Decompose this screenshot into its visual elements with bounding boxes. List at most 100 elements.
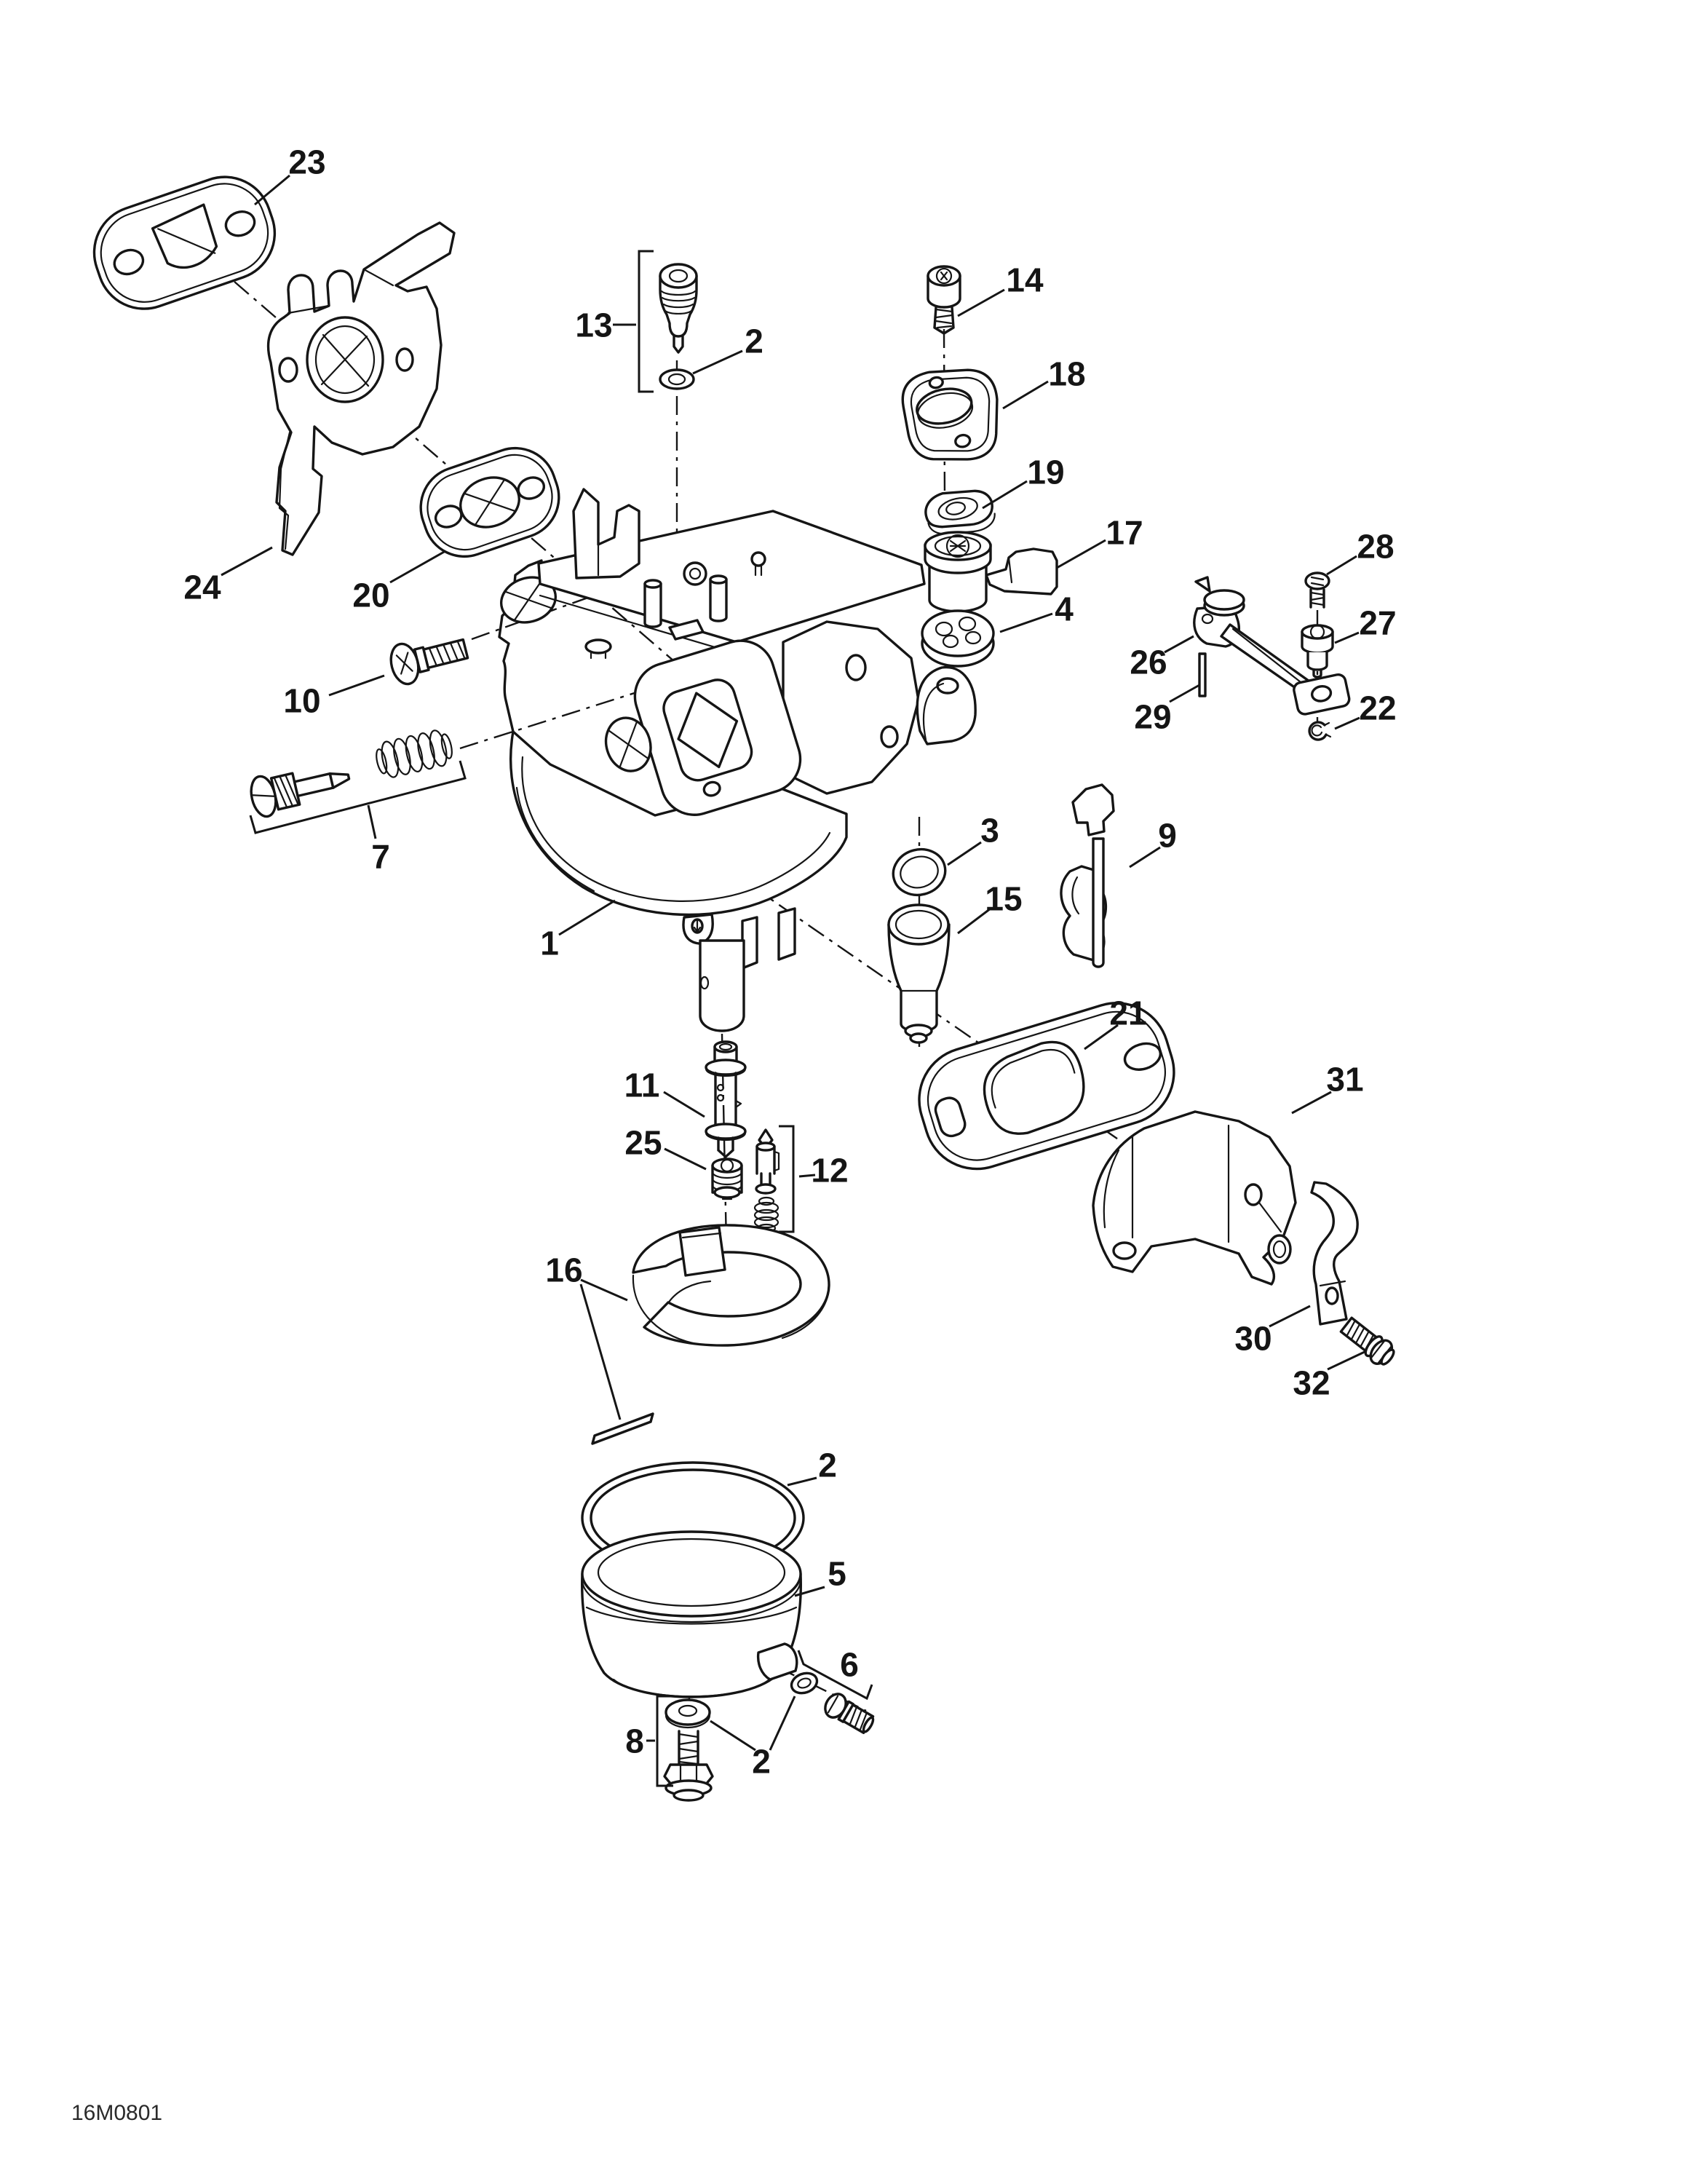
figure-code: 16M0801	[71, 2101, 162, 2125]
callout-22: 22	[1359, 689, 1396, 727]
callout-leader-29-0	[1169, 684, 1200, 703]
callout-28: 28	[1357, 528, 1394, 566]
callout-leader-2a-0	[692, 349, 743, 375]
callout-leader-3-0	[947, 841, 982, 866]
part-23-gasket	[92, 175, 277, 310]
callout-2c: 2	[752, 1743, 771, 1781]
part-16-float	[632, 1224, 830, 1347]
part-27-cable-adjuster	[1301, 624, 1334, 678]
part-14-screw	[927, 265, 961, 335]
callout-leader-18-0	[1002, 380, 1049, 410]
callout-leader-32-0	[1327, 1350, 1367, 1371]
callout-18: 18	[1048, 355, 1085, 393]
part-15-inlet-cup	[887, 903, 951, 1044]
callout-leader-11-0	[663, 1091, 705, 1118]
callout-bracket-12-0	[779, 1125, 795, 1233]
part-13-needle-valve	[659, 263, 698, 354]
callout-leader-31-0	[1291, 1091, 1332, 1115]
callout-30: 30	[1234, 1320, 1272, 1358]
callout-24: 24	[183, 569, 221, 606]
callout-leader-17-0	[1056, 539, 1106, 569]
callout-4: 4	[1055, 590, 1074, 628]
part-8-bowl-bolt	[663, 1730, 714, 1802]
callout-23: 23	[288, 143, 325, 181]
part-5-float-bowl	[581, 1530, 802, 1698]
callout-leader-2c-1	[769, 1696, 796, 1751]
callout-leader-30-0	[1269, 1305, 1311, 1328]
part-32-screw	[1339, 1316, 1395, 1366]
callout-7: 7	[371, 838, 390, 876]
callout-13: 13	[575, 306, 612, 344]
callout-5: 5	[828, 1555, 846, 1593]
part-12-needle-valve-kit	[753, 1128, 780, 1233]
callout-bracket-6-0	[797, 1650, 873, 1701]
callout-leader-26-0	[1164, 635, 1194, 654]
callout-29: 29	[1134, 698, 1171, 736]
part-30-clamp	[1310, 1181, 1359, 1326]
part-20-gasket	[419, 446, 560, 558]
part-29-pin	[1198, 652, 1207, 697]
callout-leader-10-0	[328, 674, 385, 697]
callout-2a: 2	[745, 323, 763, 360]
callout-leader-20-0	[389, 550, 446, 584]
part-9-choke-plate	[1060, 783, 1115, 968]
callout-leader-22-0	[1334, 716, 1360, 730]
callout-leader-14-0	[957, 288, 1005, 317]
part-2-bowl-washer	[665, 1698, 711, 1729]
callout-16: 16	[545, 1251, 582, 1289]
callout-leader-21-0	[1084, 1024, 1119, 1051]
callout-19: 19	[1027, 454, 1064, 491]
callout-bracket-7-0	[249, 760, 467, 834]
callout-leader-27-0	[1334, 631, 1360, 644]
callout-10: 10	[283, 682, 320, 720]
callout-21: 21	[1109, 994, 1146, 1032]
callout-20: 20	[352, 577, 389, 614]
part-17-throttle-cam	[924, 531, 1058, 613]
callout-9: 9	[1158, 817, 1177, 855]
callout-15: 15	[985, 880, 1022, 918]
part-1-carburetor-body	[498, 488, 977, 1032]
callout-leader-16-1	[579, 1283, 622, 1420]
callout-bracket-13-0	[638, 250, 654, 393]
callout-12: 12	[811, 1152, 848, 1190]
callout-1: 1	[540, 925, 559, 962]
callout-14: 14	[1006, 261, 1044, 299]
callout-32: 32	[1293, 1364, 1330, 1402]
part-7-spring	[376, 729, 453, 778]
callout-leader-25-0	[664, 1147, 707, 1171]
callout-leader-28-0	[1326, 555, 1357, 576]
callout-leader-5-0	[794, 1586, 825, 1597]
part-11-main-jet	[705, 1040, 747, 1158]
callout-3: 3	[980, 812, 999, 850]
callout-leader-15-0	[957, 907, 991, 935]
callout-leader-9-0	[1129, 846, 1161, 869]
callout-6: 6	[840, 1646, 859, 1684]
callout-leader-19-0	[982, 480, 1028, 510]
part-22-e-clip	[1308, 721, 1332, 741]
part-10-screw	[389, 638, 469, 686]
callout-leader-4-0	[999, 612, 1053, 633]
part-21-gasket	[918, 1002, 1175, 1171]
callout-31: 31	[1326, 1061, 1363, 1099]
part-7-idle-screw	[250, 772, 351, 818]
part-4-gasket-disc	[921, 609, 995, 668]
callout-26: 26	[1130, 644, 1167, 681]
callout-leader-7-0	[367, 804, 377, 839]
part-6-drain-screw	[824, 1693, 875, 1734]
callout-11: 11	[624, 1067, 660, 1104]
part-16-float-pin	[591, 1412, 654, 1445]
part-2-needle-washer	[659, 368, 695, 390]
callout-27: 27	[1359, 604, 1396, 642]
callout-leader-23-0	[254, 174, 290, 206]
callout-bracket-8-0	[656, 1695, 673, 1787]
part-3-o-ring	[892, 847, 947, 897]
part-2-drain-washer	[790, 1671, 819, 1695]
callout-17: 17	[1106, 514, 1143, 552]
callout-leader-2b-0	[787, 1476, 817, 1487]
part-28-screw	[1304, 571, 1330, 609]
callout-2b: 2	[818, 1447, 837, 1484]
part-25-pilot-jet	[711, 1158, 743, 1200]
centerlines	[207, 258, 1319, 1727]
